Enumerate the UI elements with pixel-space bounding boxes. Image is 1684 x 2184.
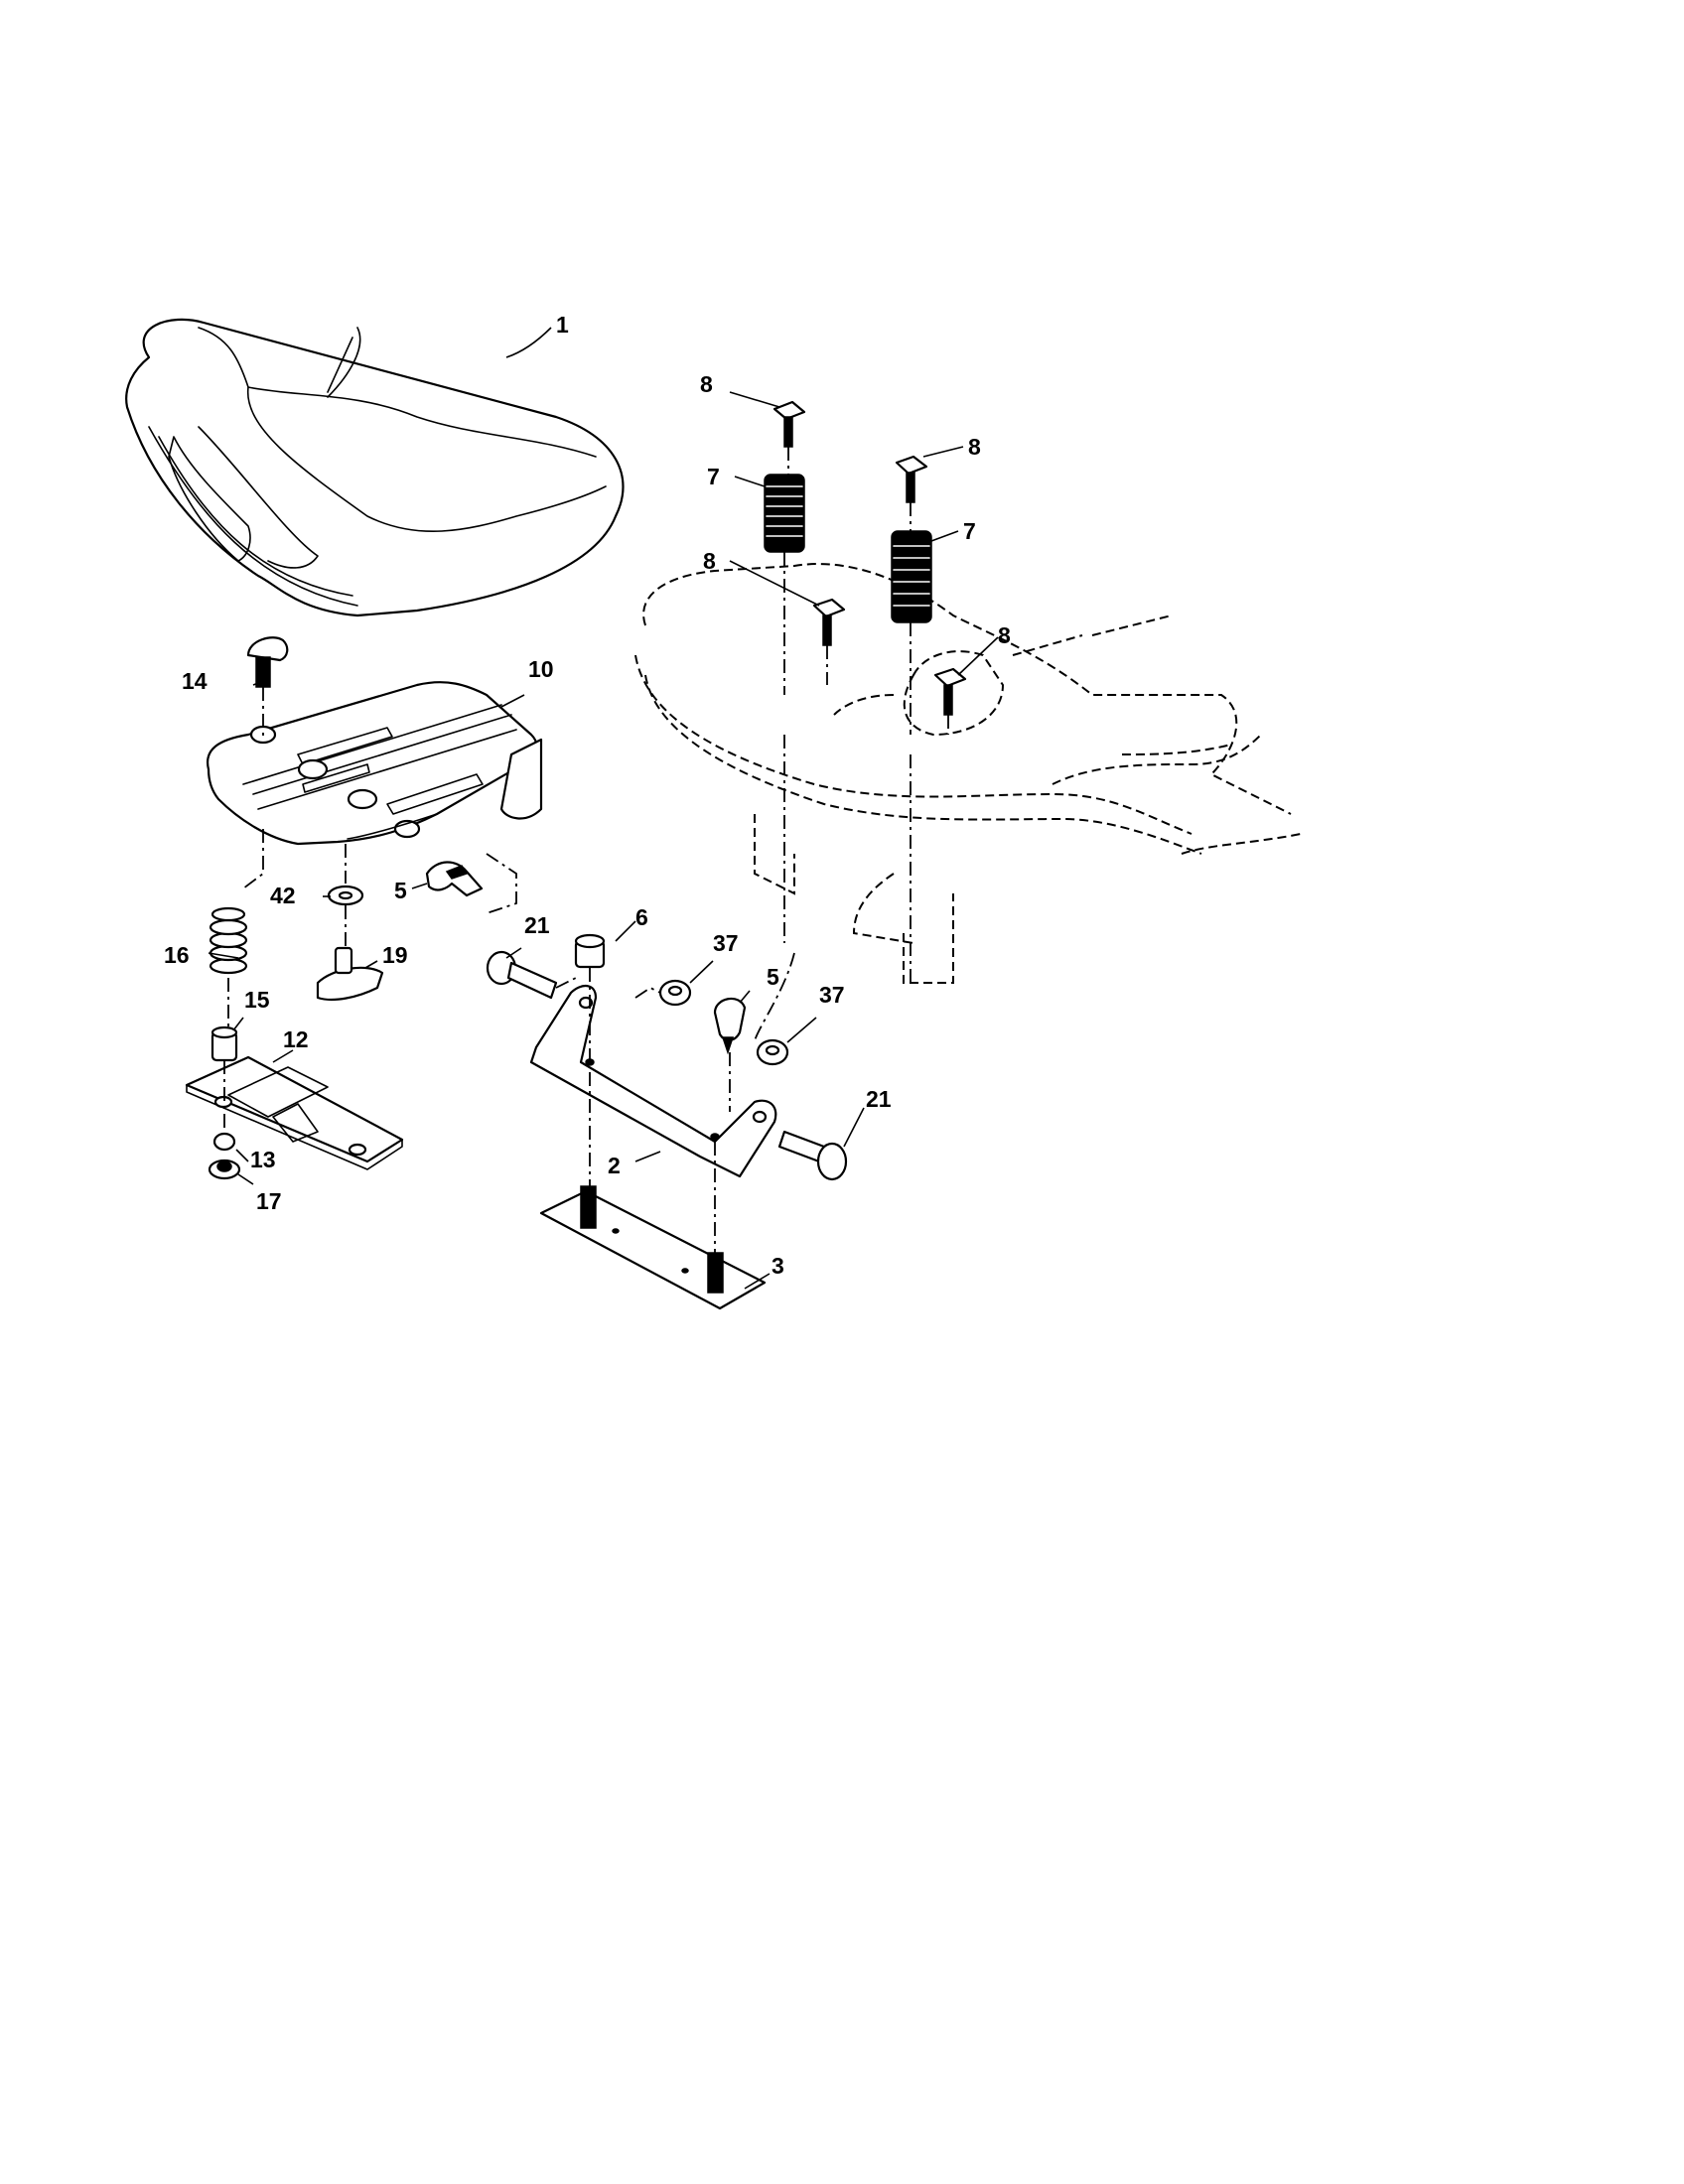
seat [125,318,625,617]
bolt-8-top-left [772,400,806,448]
carriage-bolt [246,636,289,688]
spacer [210,1025,238,1062]
callout-8-c: 8 [703,548,716,574]
callout-13: 13 [250,1147,276,1172]
callout-3: 3 [772,1253,784,1279]
spring-7-right [891,530,932,623]
tractor-frame-outline [634,563,1302,984]
slide-bracket [185,1055,404,1170]
lock-nut [574,933,606,969]
callout-16: 16 [164,942,190,968]
bolt-8-middle-right [933,667,967,716]
spring-7-left [764,474,805,553]
callout-12: 12 [283,1026,309,1052]
flange-nut [208,1159,241,1180]
bolt-8-middle-left [812,598,846,646]
clip-upper [425,861,484,897]
compression-spring [209,906,248,975]
callout-17: 17 [256,1188,282,1214]
callout-37-upper: 37 [713,930,739,956]
callout-42: 42 [270,883,296,908]
callout-19: 19 [382,942,408,968]
leader-lines [208,327,999,1290]
callout-8-b: 8 [968,434,981,460]
shoulder-bolt-left [486,950,558,1000]
callout-5-upper: 5 [394,878,407,903]
seat-pan [206,681,543,846]
clip-lower [713,997,747,1055]
pivot-bracket [529,985,777,1178]
callout-5-lower: 5 [767,964,779,990]
shoulder-bolt-right [777,1130,848,1181]
callout-8-a: 8 [700,371,713,397]
callout-labels: 1 10 14 42 5 16 19 15 12 13 17 21 6 37 5… [164,312,1011,1279]
callout-21-right: 21 [866,1086,892,1112]
callout-8-d: 8 [998,622,1011,648]
adjustment-knob [316,946,384,1002]
nut-upper [658,979,692,1007]
callout-21-left: 21 [524,912,550,938]
callout-37-lower: 37 [819,982,845,1008]
washer [327,885,364,906]
callout-14: 14 [182,668,208,694]
hex-nut [212,1132,236,1152]
nut-lower [756,1038,789,1066]
callout-2: 2 [608,1153,621,1178]
callout-15: 15 [244,987,270,1013]
callout-7-a: 7 [707,464,720,489]
callout-1: 1 [556,312,569,338]
callout-6: 6 [635,904,648,930]
base-plate [539,1185,767,1310]
callout-7-b: 7 [963,518,976,544]
bolt-8-top-right [895,455,928,503]
assembly-lines [223,447,949,1253]
callout-10: 10 [528,656,554,682]
